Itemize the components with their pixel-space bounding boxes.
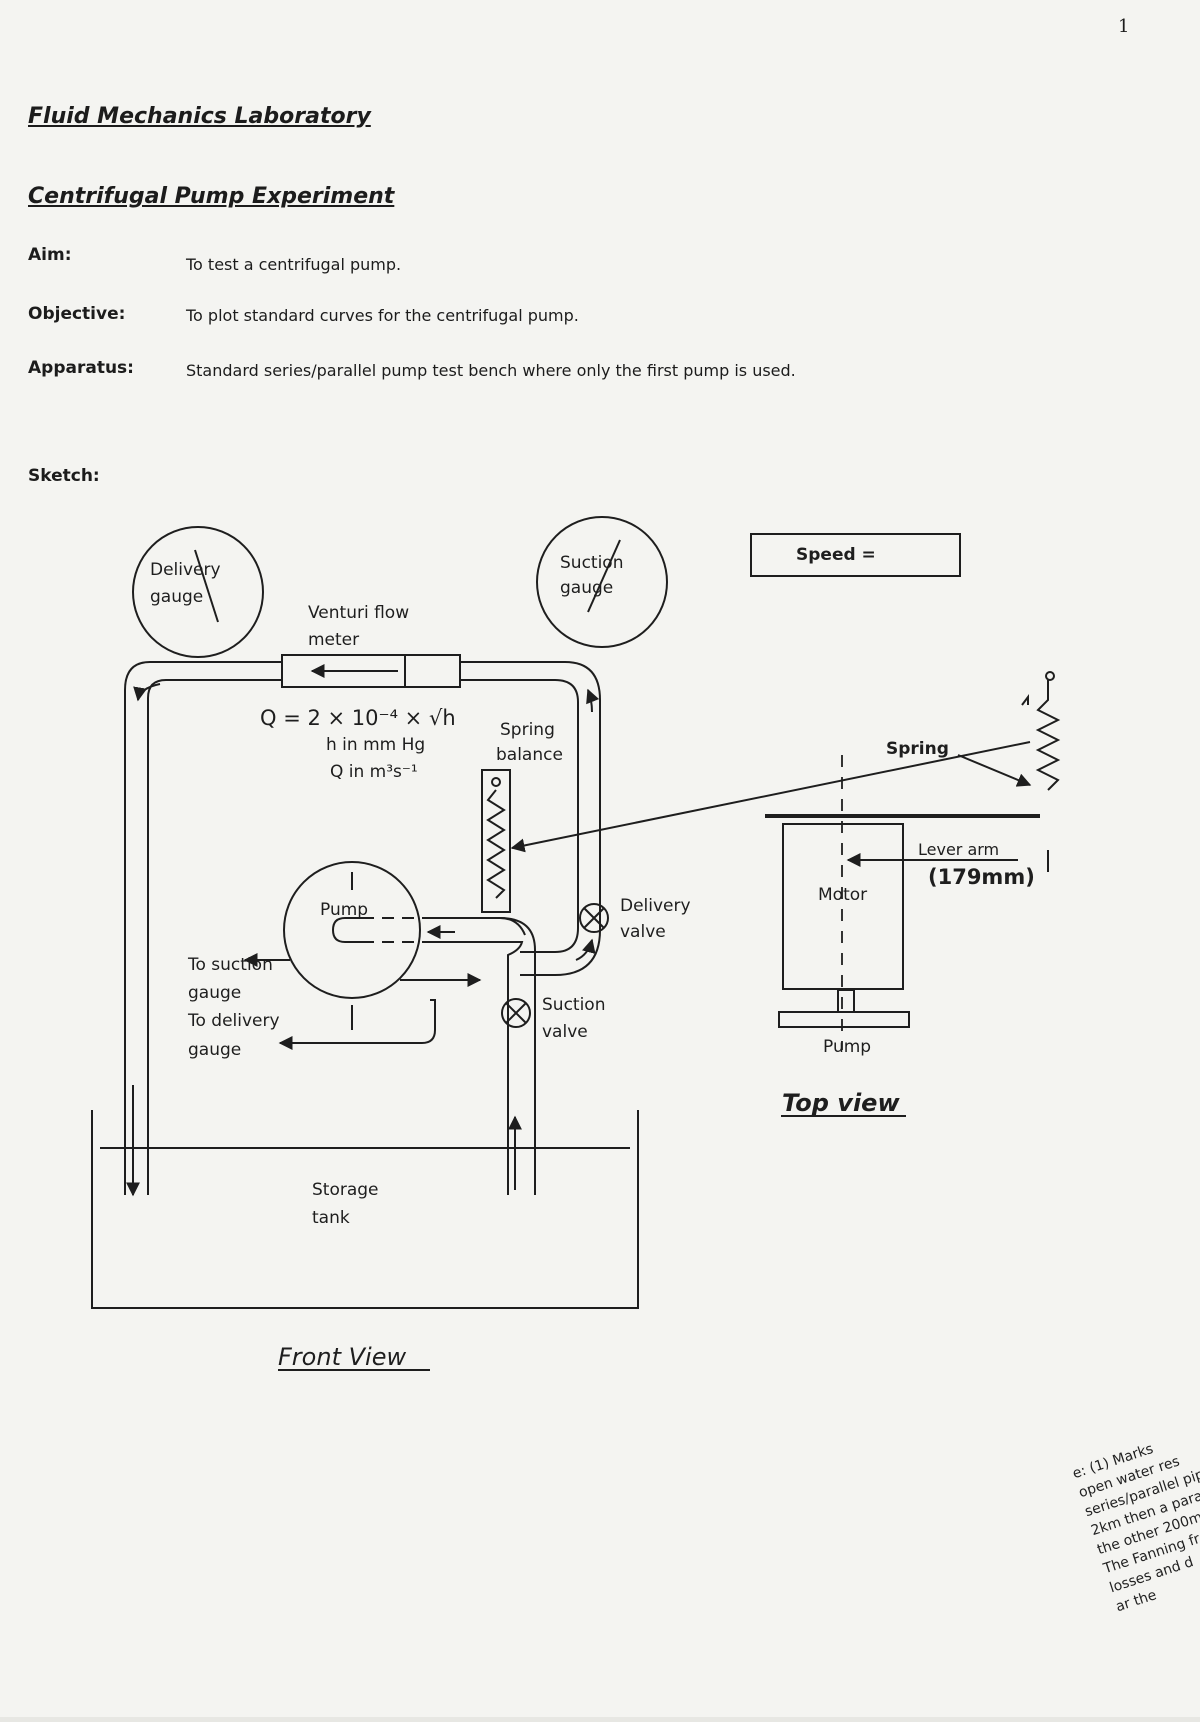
suction-gauge-label-1: Suction	[560, 553, 623, 573]
flow-formula: Q = 2 × 10⁻⁴ × √h	[260, 706, 456, 730]
motor-label: Motor	[818, 885, 867, 905]
aim-value: To test a centrifugal pump.	[186, 255, 402, 274]
page-number: 1	[1118, 16, 1130, 37]
spring-balance	[481, 769, 511, 913]
units-h: h in mm Hg	[326, 735, 425, 755]
top-spring-coil	[1035, 680, 1061, 791]
to-suction-gauge-label-1: To suction	[187, 955, 273, 975]
delivery-valve	[579, 903, 609, 933]
to-delivery-gauge-label-1: To delivery	[187, 1011, 280, 1031]
suction-gauge	[536, 516, 668, 648]
delivery-pipe-outer	[124, 661, 282, 1195]
top-view-caption: Top view	[782, 1089, 900, 1117]
suction-gauge-label-2: gauge	[560, 578, 613, 598]
delivery-gauge-label-2: gauge	[150, 587, 203, 607]
speed-box	[750, 533, 961, 577]
lever-arm-label: Lever arm	[918, 840, 999, 859]
delivery-valve-label-2: valve	[620, 922, 666, 942]
speed-label: Speed =	[796, 545, 876, 565]
front-pump-label: Pump	[320, 900, 368, 920]
units-q: Q in m³s⁻¹	[330, 762, 418, 782]
venturi-meter	[281, 654, 461, 688]
suction-valve-label-2: valve	[542, 1022, 588, 1042]
suction-valve-label-1: Suction	[542, 995, 605, 1015]
storage-tank-label-1: Storage	[312, 1180, 379, 1200]
suction-pipe	[499, 917, 536, 1195]
suction-valve	[501, 998, 531, 1028]
front-view-caption: Front View	[278, 1343, 406, 1371]
spring-balance-label-2: balance	[496, 745, 563, 765]
to-delivery-gauge-label-2: gauge	[188, 1040, 241, 1060]
storage-tank	[91, 1110, 639, 1309]
top-pump-base	[778, 1011, 910, 1028]
aim-label: Aim:	[28, 245, 72, 265]
suction-gauge-needle	[587, 539, 621, 613]
spring-label: Spring	[886, 739, 949, 759]
venturi-label-1: Venturi flow	[308, 603, 409, 623]
pump-front	[283, 861, 421, 999]
apparatus-value: Standard series/parallel pump test bench…	[186, 361, 796, 380]
spring-balance-label-1: Spring	[500, 720, 555, 740]
lever-arm-value: (179mm)	[928, 865, 1035, 889]
sketch-label: Sketch:	[28, 466, 100, 486]
experiment-title: Centrifugal Pump Experiment	[28, 184, 395, 209]
to-suction-gauge-label-2: gauge	[188, 983, 241, 1003]
objective-value: To plot standard curves for the centrifu…	[186, 306, 579, 325]
lab-title: Fluid Mechanics Laboratory	[28, 104, 371, 129]
delivery-valve-label-1: Delivery	[620, 896, 691, 916]
delivery-gauge-label-1: Delivery	[150, 560, 221, 580]
top-pump-label: Pump	[823, 1037, 871, 1057]
storage-tank-label-2: tank	[312, 1208, 350, 1228]
delivery-gauge	[132, 526, 264, 658]
venturi-label-2: meter	[308, 630, 359, 650]
spring-balance-coil	[486, 789, 506, 899]
apparatus-label: Apparatus:	[28, 358, 134, 378]
delivery-gauge-needle	[194, 549, 219, 623]
objective-label: Objective:	[28, 304, 126, 324]
motor	[782, 823, 904, 990]
delivery-pipe-inner	[147, 679, 282, 1195]
